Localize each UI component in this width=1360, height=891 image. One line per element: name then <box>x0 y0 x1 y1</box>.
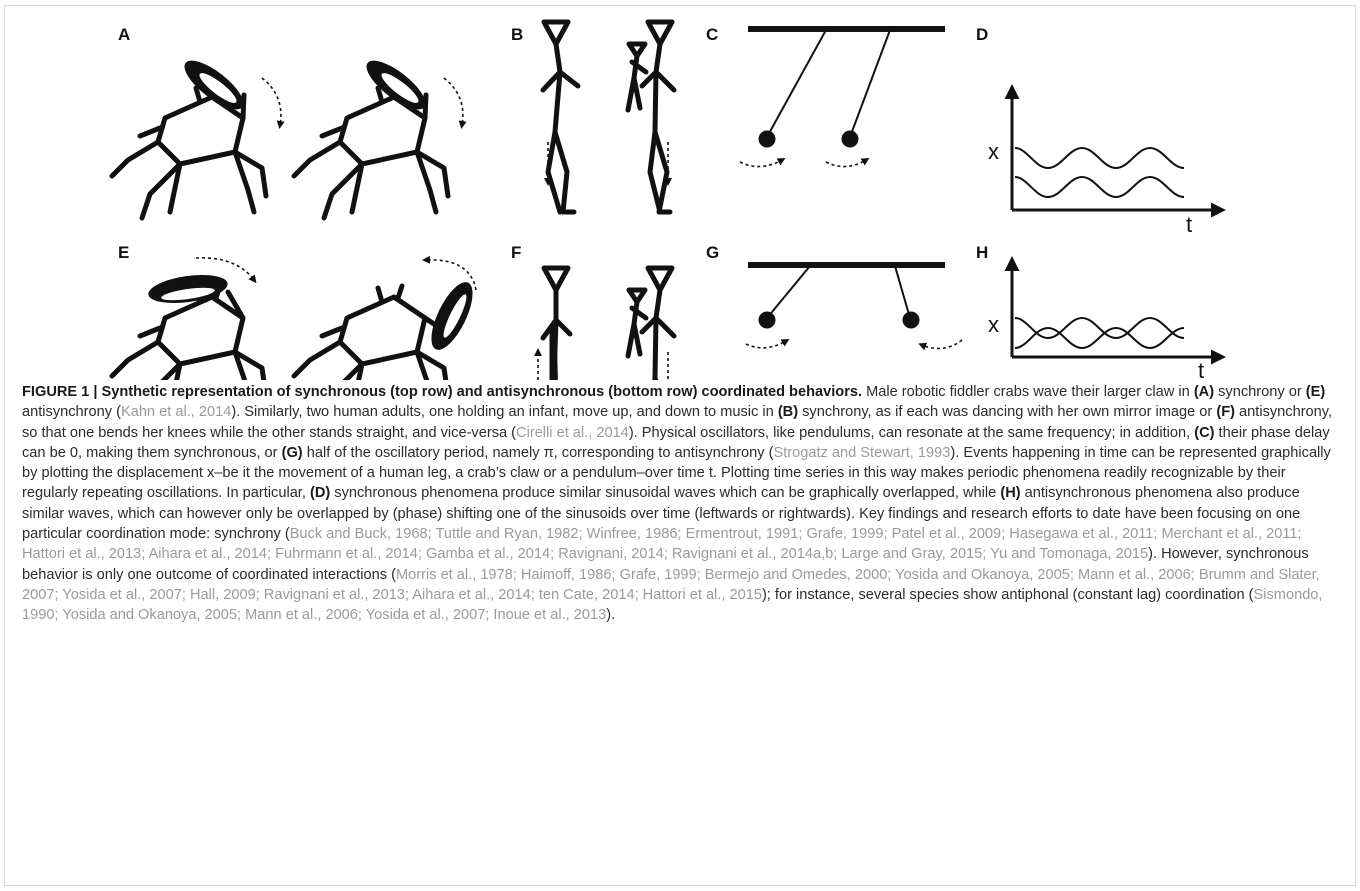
caption-title: FIGURE 1 | Synthetic representation of s… <box>22 384 863 400</box>
axes <box>1004 84 1226 218</box>
caption-text: ). Similarly, two human adults, one hold… <box>231 404 778 421</box>
caption-text: half of the oscillatory period, namely π… <box>302 444 774 461</box>
arrow-icon <box>739 158 786 168</box>
y-axis-label: x <box>988 139 999 164</box>
caption-text: synchronous phenomena produce similar si… <box>330 485 1001 502</box>
panel-reference: (H) <box>1000 485 1021 502</box>
y-axis-label: x <box>988 312 999 337</box>
caption-text: synchrony or <box>1214 384 1306 400</box>
panel-reference: (B) <box>777 404 799 421</box>
panel-reference: (F) <box>1216 404 1235 421</box>
crab-illustration <box>109 60 269 221</box>
arrow-icon <box>422 255 477 291</box>
citation-text: Sismondo, 1990; Yosida and Okanoya, 2005… <box>22 586 1323 624</box>
caption-text: ). However, synchronous behavior is only… <box>22 546 1309 583</box>
arrow-icon <box>745 339 790 349</box>
axes <box>1004 256 1226 365</box>
citation-text: Morris et al., 1978; Haimoff, 1986; Graf… <box>22 566 1320 603</box>
caption-text: synchrony, as if each was dancing with h… <box>798 404 1217 421</box>
pendulum-illustration <box>748 26 945 148</box>
panel-label-e: E <box>118 243 129 262</box>
citation-text: Strogatz and Stewart, 1993 <box>773 444 951 461</box>
citation-text: Cirelli et al., 2014 <box>516 424 629 441</box>
panel-reference: (C) <box>1194 424 1215 441</box>
x-axis-label: t <box>1198 358 1204 380</box>
human-with-infant-figure <box>625 19 677 215</box>
panel-label-a: A <box>118 25 130 44</box>
pendulum-illustration <box>748 262 945 329</box>
caption-text: their phase delay can be 0, making them … <box>22 424 1330 461</box>
panel-label-g: G <box>706 243 719 262</box>
panel-label-h: H <box>976 243 988 262</box>
panel-reference: (D) <box>309 485 331 502</box>
sine-wave <box>1014 146 1185 170</box>
arrow-icon <box>261 77 285 129</box>
x-axis-label: t <box>1186 212 1192 237</box>
arrow-icon <box>443 77 467 129</box>
human-figure <box>540 265 573 380</box>
panel-label-d: D <box>976 25 988 44</box>
arrow-icon <box>195 257 257 284</box>
caption-text: ); for instance, several species show an… <box>761 586 1254 603</box>
citation-text: Buck and Buck, 1968; Tuttle and Ryan, 19… <box>22 526 1302 563</box>
caption-text: ). Physical oscillators, like pendulums,… <box>628 424 1195 441</box>
panel-label-c: C <box>706 25 718 44</box>
caption-text: antisynchrony ( <box>22 404 121 421</box>
panel-reference: (G) <box>281 444 303 461</box>
figure-artwork: A B C D E F G H <box>109 19 1226 380</box>
caption-text: antisynchronous phenomena also produce s… <box>22 485 1301 543</box>
human-figure <box>540 19 581 215</box>
citation-text: Kahn et al., 2014 <box>120 404 232 421</box>
caption-text: antisynchrony, so that one bends her kne… <box>22 404 1333 441</box>
caption-text: ). <box>606 607 616 624</box>
human-with-infant-figure <box>625 265 677 380</box>
crab-illustration <box>109 274 267 380</box>
caption-text: ). Events happening in time can be repre… <box>22 444 1331 502</box>
crab-illustration <box>291 282 473 380</box>
arrow-icon <box>825 157 870 168</box>
panel-reference: (A) <box>1193 384 1215 400</box>
arrow-icon <box>918 339 963 351</box>
panel-reference: (E) <box>1305 384 1326 400</box>
crab-illustration <box>291 60 451 221</box>
sine-wave <box>1014 316 1185 340</box>
caption-body: Male robotic fiddler crabs wave their la… <box>22 384 1332 623</box>
caption-text: Male robotic fiddler crabs wave their la… <box>862 384 1194 400</box>
panel-label-f: F <box>511 243 521 262</box>
panel-label-b: B <box>511 25 523 44</box>
sine-wave <box>1014 326 1185 350</box>
figure-caption: FIGURE 1 | Synthetic representation of s… <box>22 382 1342 626</box>
sine-wave <box>1014 175 1185 199</box>
